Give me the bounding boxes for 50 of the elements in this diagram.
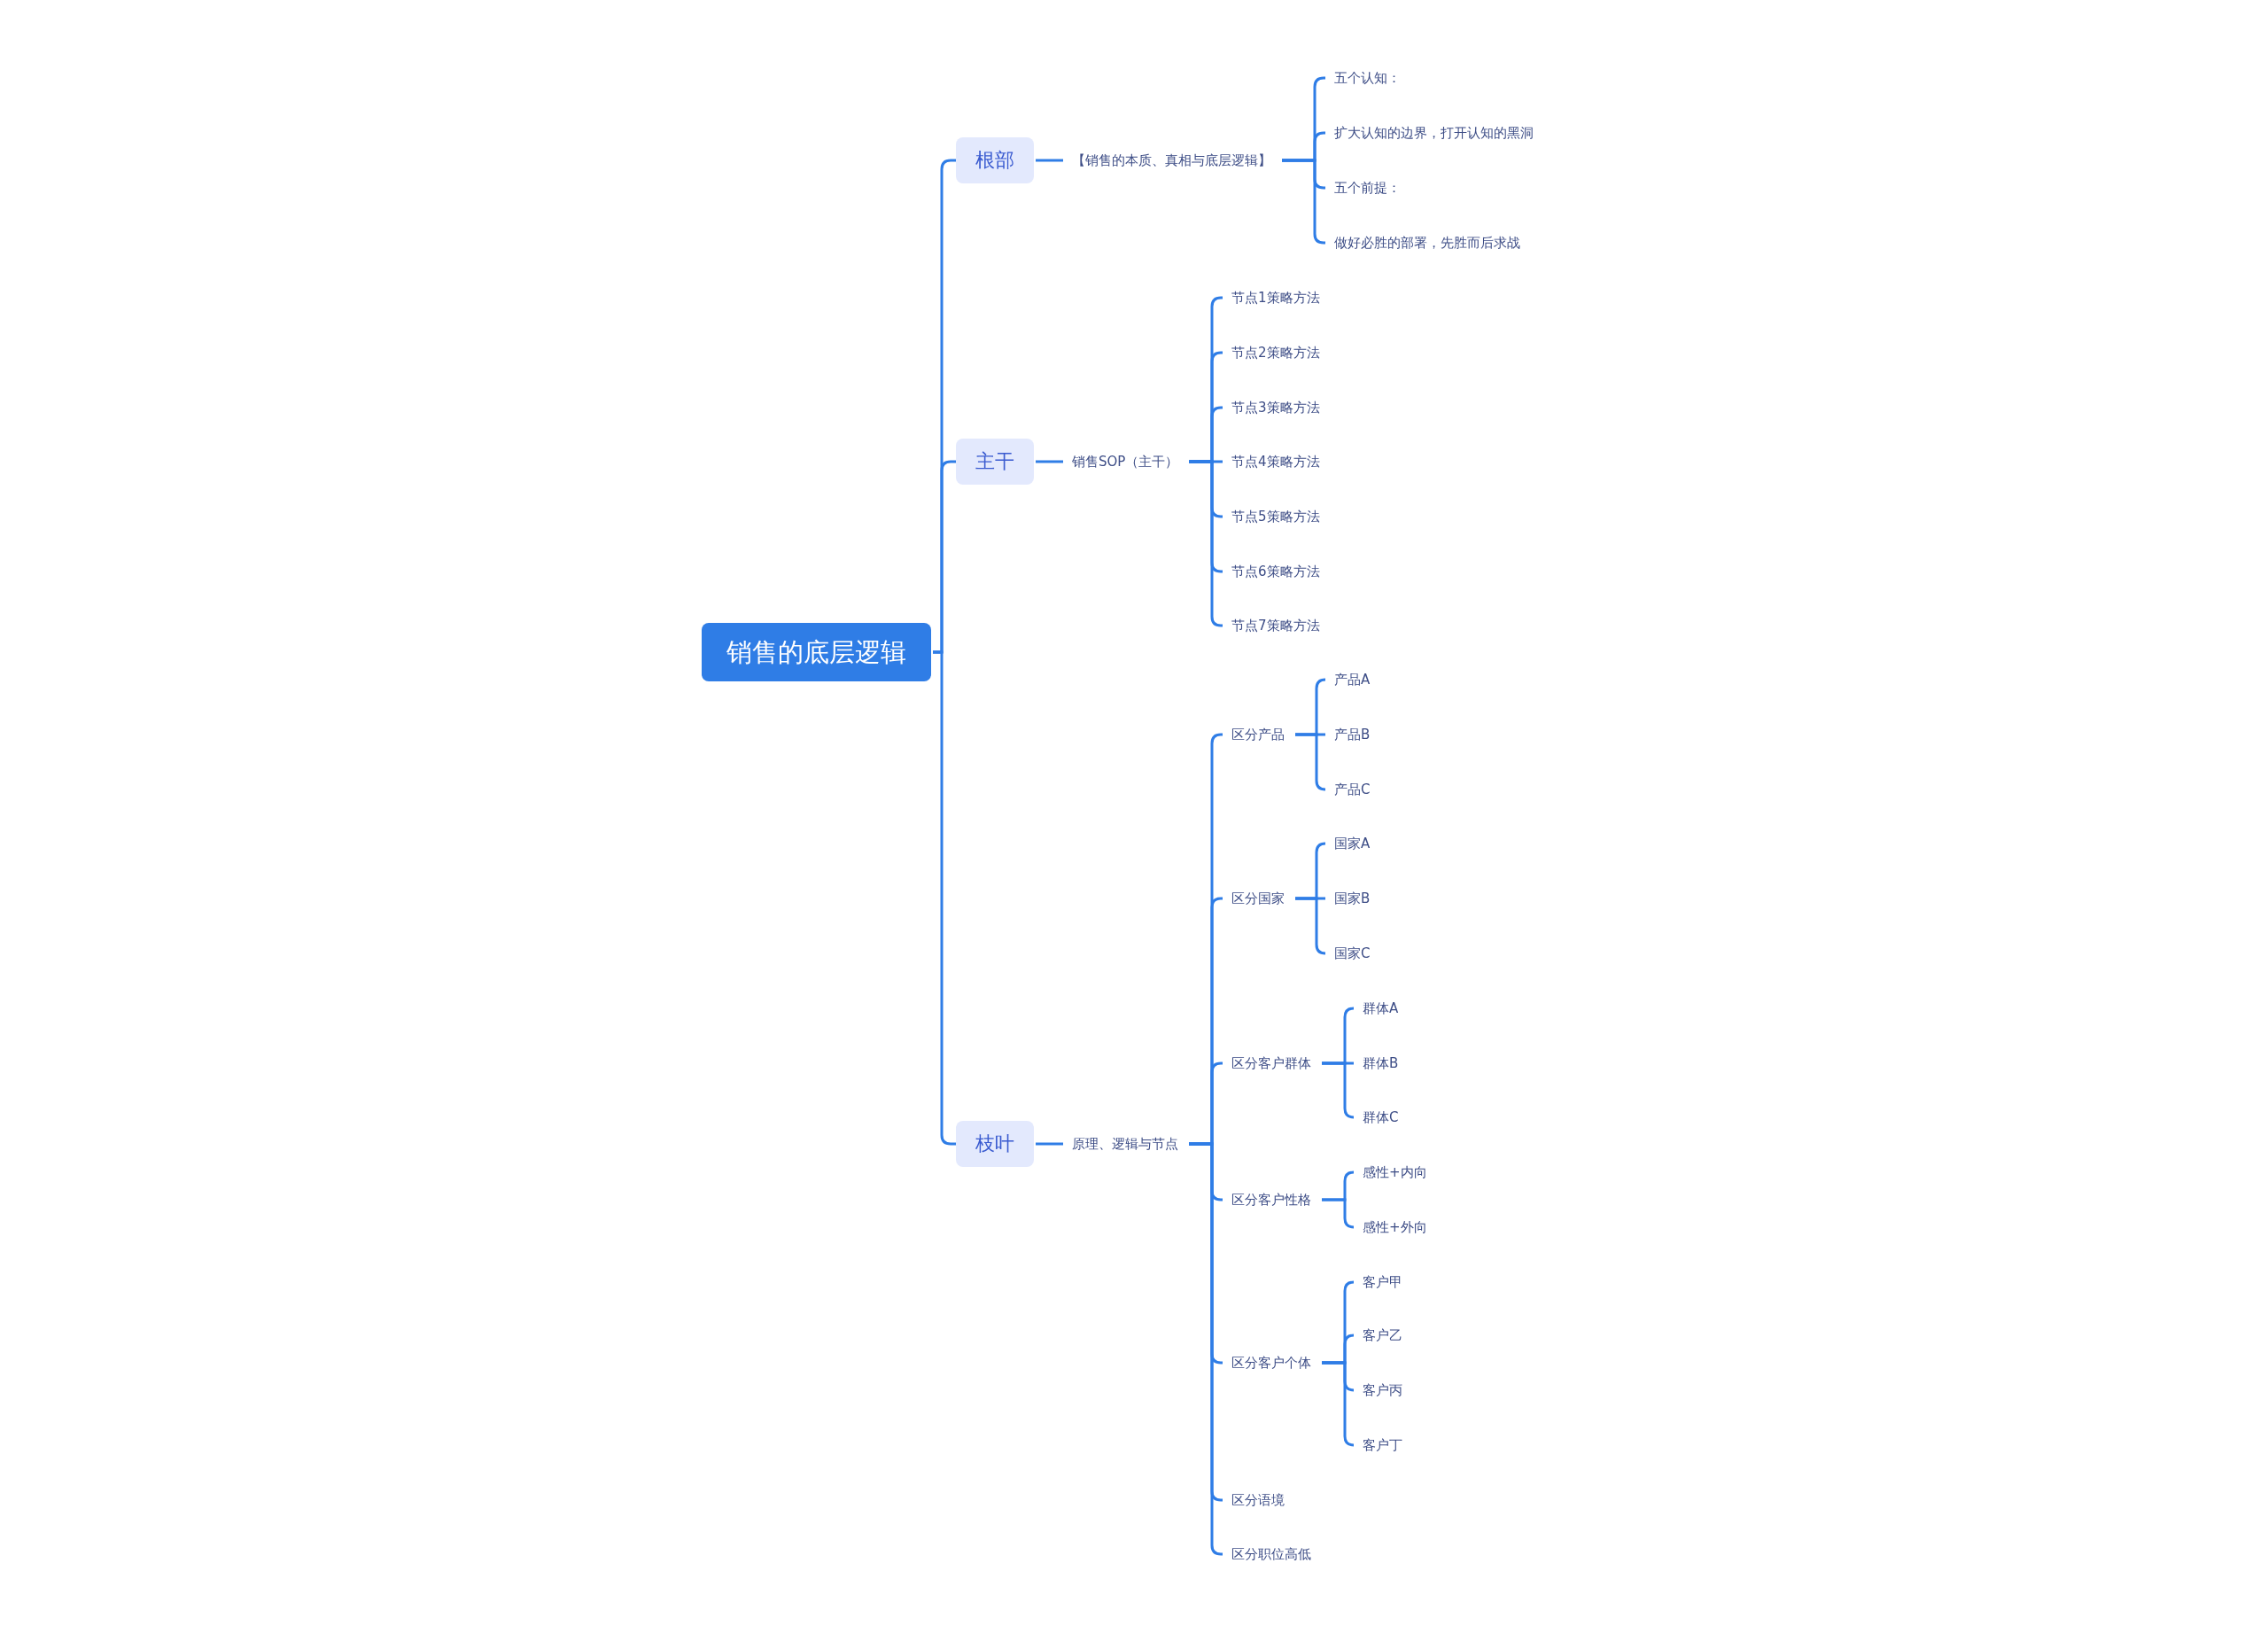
- connector-line: [1036, 460, 1063, 463]
- topic-text: 感性+外向: [1354, 1215, 1436, 1240]
- topic-text: 客户乙: [1354, 1323, 1411, 1348]
- topic-text: 做好必胜的部署，先胜而后求战: [1325, 230, 1529, 255]
- topic-text: 群体A: [1354, 996, 1408, 1021]
- topic-text: 产品C: [1325, 777, 1379, 802]
- topic-text: 节点3策略方法: [1223, 395, 1329, 420]
- connector-line: [1036, 159, 1063, 162]
- topic-text: 产品B: [1325, 722, 1379, 747]
- topic-text: 国家A: [1325, 831, 1379, 856]
- branch-topic-box: 枝叶: [956, 1121, 1034, 1167]
- topic-text: 扩大认知的边界，打开认知的黑洞: [1325, 121, 1542, 145]
- connector-line: [1282, 159, 1326, 245]
- topic-text: 群体B: [1354, 1051, 1408, 1076]
- topic-text: 群体C: [1354, 1105, 1408, 1130]
- connector-line: [1295, 733, 1327, 791]
- connector-line: [1036, 1142, 1063, 1146]
- topic-text: 区分客户个体: [1223, 1350, 1320, 1375]
- topic-text: 区分语境: [1223, 1488, 1293, 1512]
- root-topic-box: 销售的底层逻辑: [702, 623, 931, 681]
- topic-text: 国家C: [1325, 941, 1379, 966]
- topic-text: 节点2策略方法: [1223, 340, 1329, 365]
- topic-text: 区分客户群体: [1223, 1051, 1320, 1076]
- topic-text: 国家B: [1325, 886, 1379, 911]
- topic-text: 客户丁: [1354, 1433, 1411, 1458]
- connector-line: [1295, 897, 1327, 955]
- topic-text: 五个前提：: [1325, 175, 1410, 200]
- branch-topic-box: 根部: [956, 137, 1034, 183]
- topic-text: 区分国家: [1223, 886, 1293, 911]
- connector-line: [1189, 460, 1223, 627]
- topic-text: 客户甲: [1354, 1270, 1411, 1295]
- topic-text: 节点7策略方法: [1223, 613, 1329, 638]
- topic-text: 五个认知：: [1325, 66, 1410, 90]
- topic-text: 节点4策略方法: [1223, 449, 1329, 474]
- topic-text: 【销售的本质、真相与底层逻辑】: [1063, 148, 1280, 173]
- topic-text: 感性+内向: [1354, 1160, 1436, 1185]
- connector-line: [1322, 1061, 1355, 1119]
- topic-text: 节点5策略方法: [1223, 504, 1329, 529]
- connector-line: [1322, 1361, 1355, 1447]
- topic-text: 区分职位高低: [1223, 1542, 1320, 1567]
- topic-text: 节点6策略方法: [1223, 559, 1329, 584]
- connector-line: [1322, 1198, 1355, 1229]
- topic-text: 产品A: [1325, 667, 1379, 692]
- topic-text: 区分客户性格: [1223, 1187, 1320, 1212]
- topic-text: 节点1策略方法: [1223, 285, 1329, 310]
- topic-text: 区分产品: [1223, 722, 1293, 747]
- topic-text: 客户丙: [1354, 1378, 1411, 1403]
- topic-text: 原理、逻辑与节点: [1063, 1131, 1187, 1156]
- topic-text: 销售SOP（主干）: [1063, 449, 1188, 474]
- branch-topic-box: 主干: [956, 439, 1034, 485]
